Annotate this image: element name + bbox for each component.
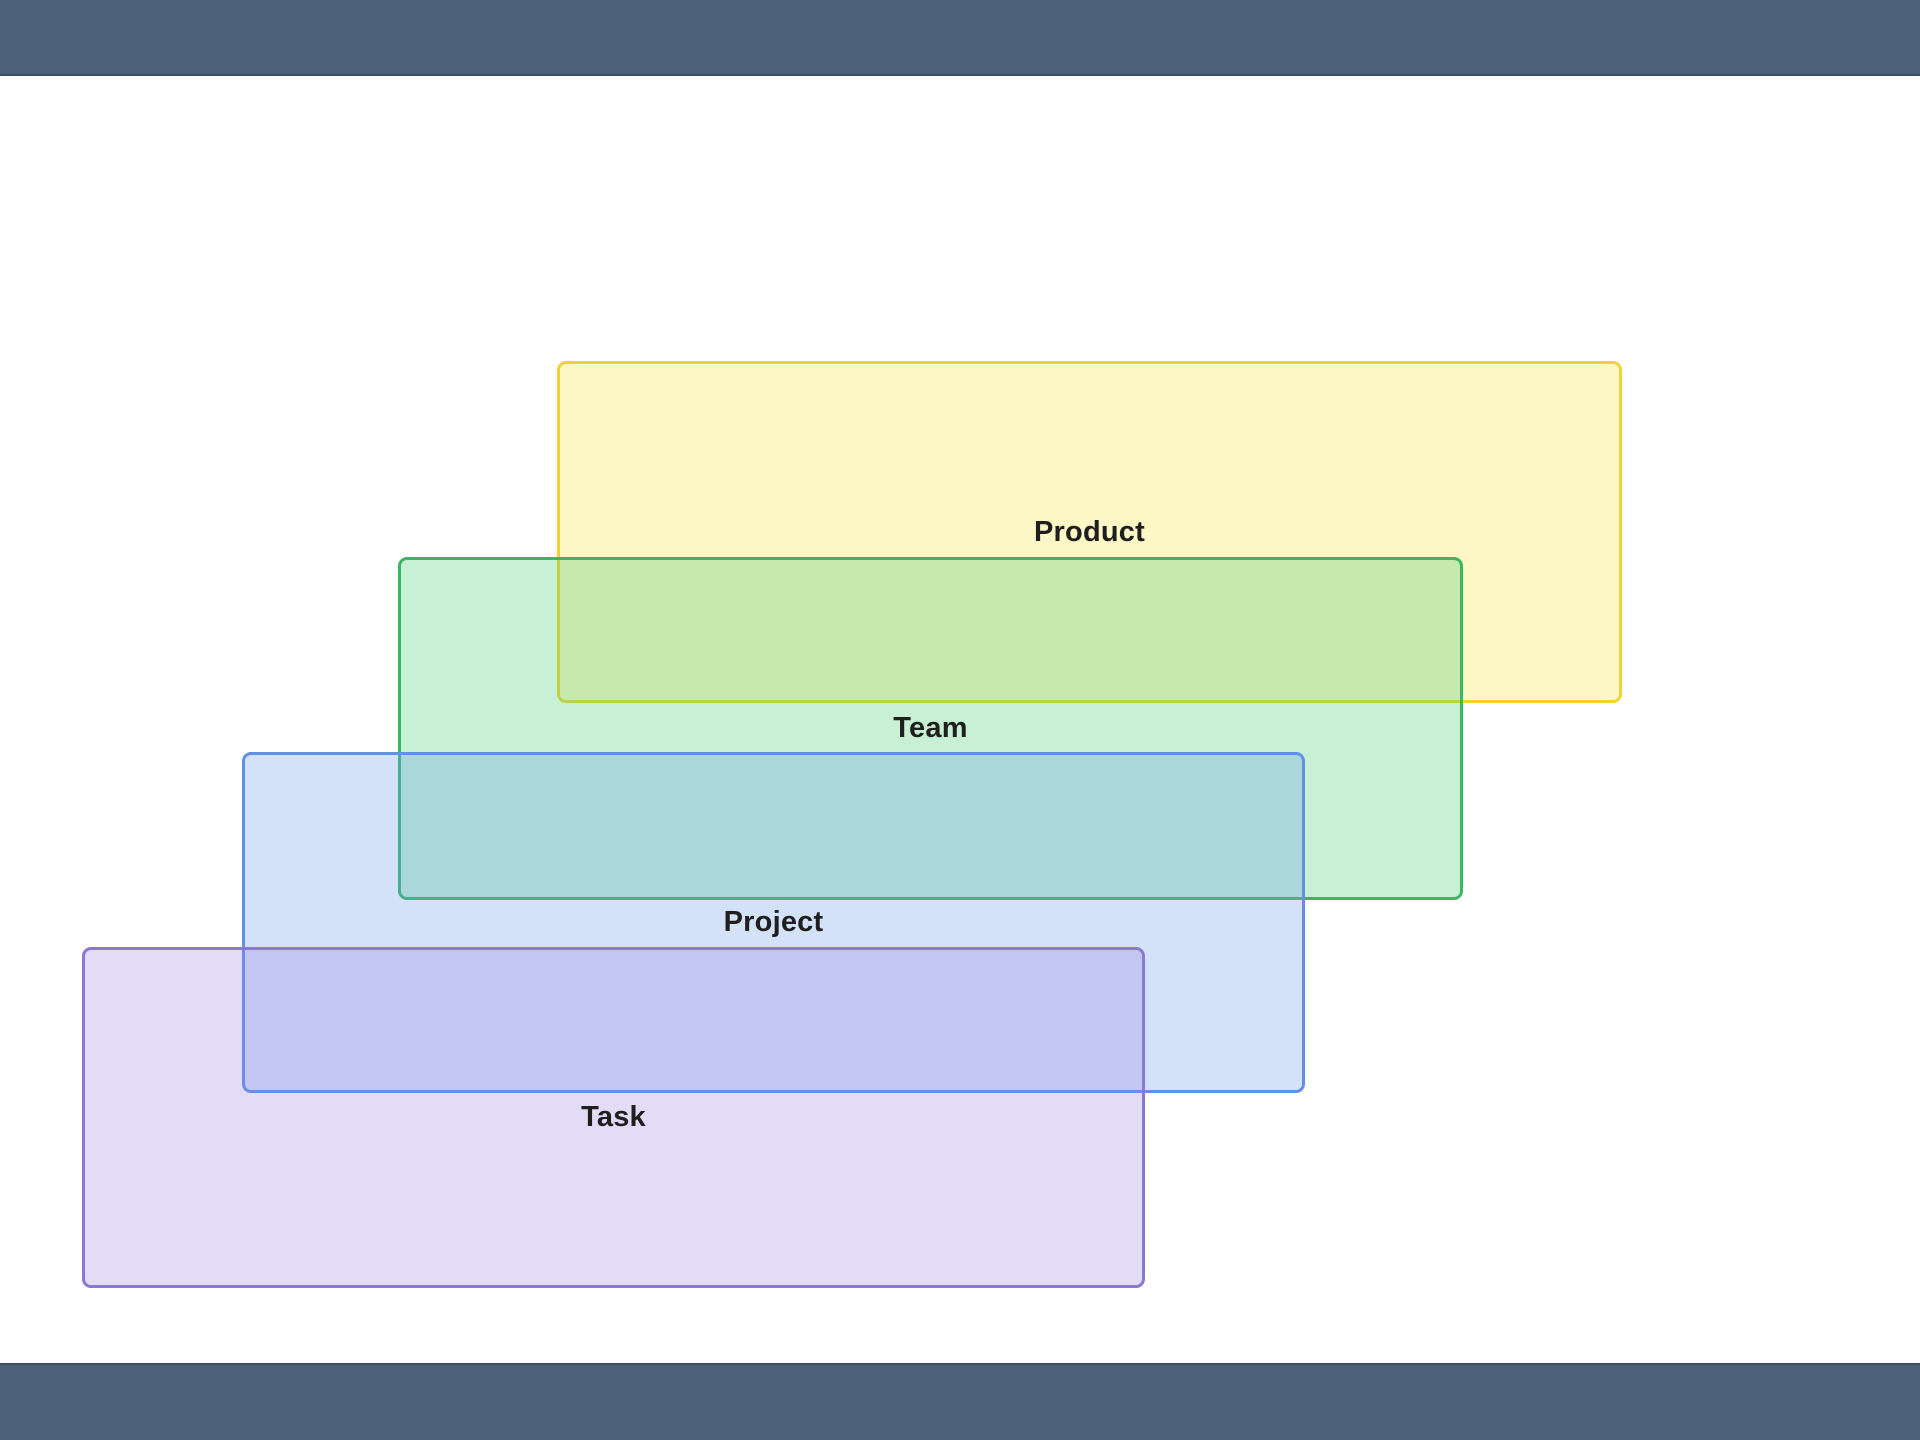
diagram-box-project-label: Project — [723, 906, 824, 938]
diagram-box-project[interactable]: Project — [242, 752, 1305, 1093]
top-letterbox-bar — [0, 0, 1920, 76]
diagram-box-team-label: Team — [893, 712, 968, 744]
diagram-box-product-label: Product — [1034, 515, 1145, 548]
diagram-box-product[interactable]: Product — [557, 361, 1622, 703]
diagram-box-task-label: Task — [581, 1101, 646, 1133]
diagram-box-team[interactable]: Team — [398, 557, 1463, 900]
diagram-canvas: Product Team Project Task — [0, 76, 1920, 1363]
diagram-box-task[interactable]: Task — [82, 947, 1145, 1288]
bottom-letterbox-bar — [0, 1363, 1920, 1440]
